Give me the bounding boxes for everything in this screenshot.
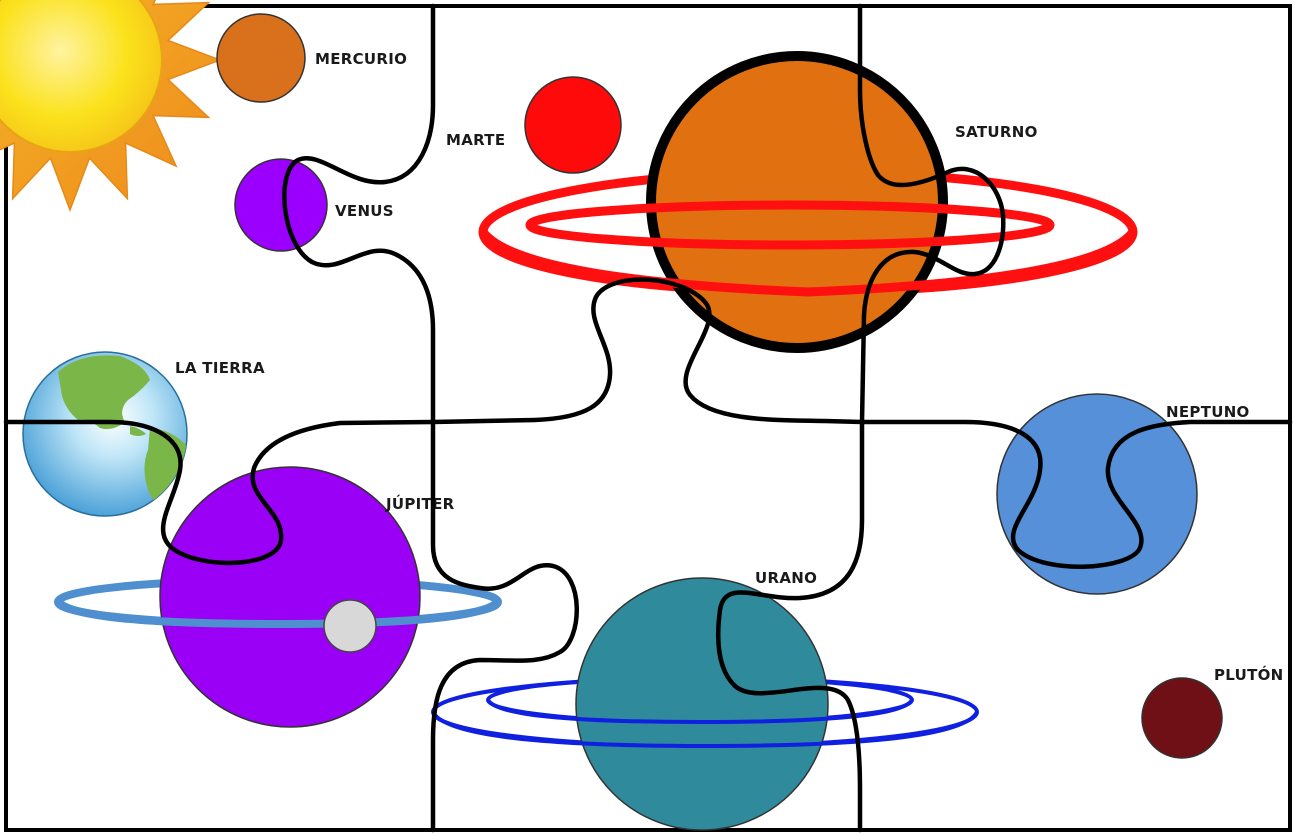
sun-disc xyxy=(0,0,163,153)
pluton-planet-icon xyxy=(1141,677,1223,759)
label-marte: MARTE xyxy=(446,131,505,149)
label-neptuno: NEPTUNO xyxy=(1166,403,1250,421)
jupiter-ring-front xyxy=(55,598,501,629)
jupiter-moon xyxy=(323,599,377,653)
label-urano: URANO xyxy=(755,569,817,587)
tierra-land-north-america xyxy=(58,355,150,430)
mercurio-planet-icon xyxy=(216,13,306,103)
cut-line-v2-top xyxy=(857,3,1006,425)
saturno-ring-front xyxy=(479,229,1137,297)
saturno-planet-icon xyxy=(478,51,1138,353)
label-pluton: PLUTÓN xyxy=(1214,665,1284,684)
label-tierra: LA TIERRA xyxy=(175,359,265,377)
venus-planet-icon xyxy=(234,158,328,252)
jupiter-body xyxy=(159,466,421,728)
neptuno-planet-icon xyxy=(996,393,1198,595)
urano-ring-outer-front xyxy=(431,710,979,749)
tierra-land-islands xyxy=(130,426,146,436)
cut-line-v1-bottom xyxy=(430,419,579,833)
label-jupiter: JÚPITER xyxy=(385,494,455,513)
label-mercurio: MERCURIO xyxy=(315,50,407,68)
cut-line-h-right xyxy=(859,419,1293,569)
puzzle-cut-lines xyxy=(3,3,1293,833)
urano-body xyxy=(575,577,829,831)
label-venus: VENUS xyxy=(335,202,394,220)
jupiter-planet-icon xyxy=(54,466,502,728)
cut-line-v1-top xyxy=(282,3,436,425)
saturno-ring-inner xyxy=(525,200,1055,250)
urano-ring-inner-front xyxy=(486,698,914,725)
label-saturno: SATURNO xyxy=(955,123,1038,141)
cut-line-h-left xyxy=(3,419,436,566)
cut-line-h-mid xyxy=(430,277,865,425)
cut-line-v2-bottom xyxy=(716,419,865,833)
urano-planet-icon xyxy=(431,577,979,831)
sun-icon xyxy=(0,0,223,213)
marte-planet-icon xyxy=(524,76,622,174)
